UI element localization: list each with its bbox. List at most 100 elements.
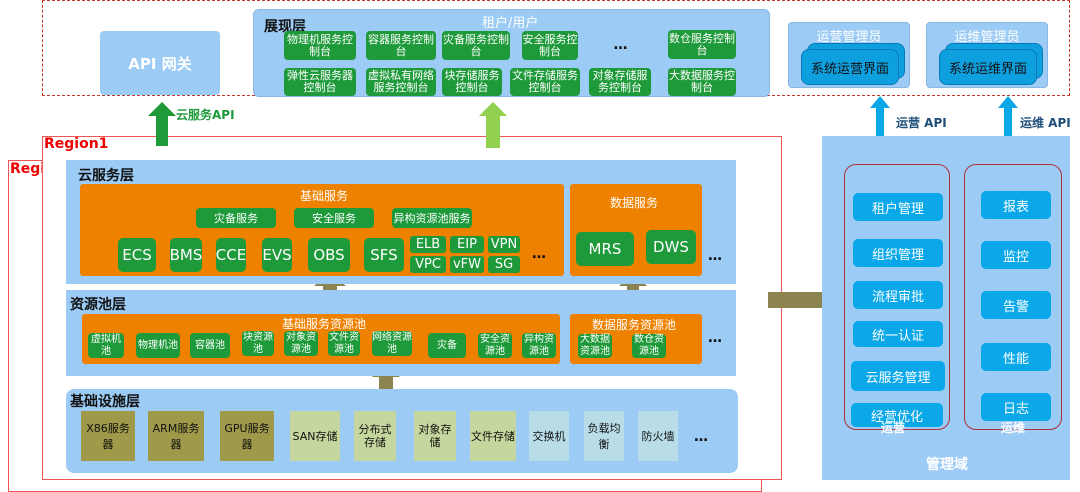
infra-distributed-storage[interactable]: 分布式存储 [354,411,396,461]
ops-ui[interactable]: 系统运营界面 [801,49,899,85]
console-physical[interactable]: 物理机服务控制台 [284,31,356,60]
infra-object-storage[interactable]: 对象存储 [414,411,456,461]
tenant-user-label: 租户/用户 [482,16,539,31]
mgmt-monitor[interactable]: 监控 [981,241,1051,269]
cloud-service-layer: 云服务层 基础服务 灾备服务 安全服务 异构资源池服务 ECS BMS CCE … [66,160,736,284]
mgmt-log[interactable]: 日志 [981,393,1051,421]
mgmt-auth[interactable]: 统一认证 [853,321,943,347]
service-eip[interactable]: EIP [450,236,484,253]
console-evs[interactable]: 块存储服务控制台 [442,68,502,96]
service-sg[interactable]: SG [488,256,520,273]
present-arrow-icon [479,102,507,148]
mgmt-performance[interactable]: 性能 [981,343,1051,371]
maintenance-label: 运维 [1001,421,1026,435]
infrastructure-layer-title: 基础设施层 [70,394,140,410]
data-services-title: 数据服务 [610,196,659,210]
service-ecs[interactable]: ECS [118,238,156,272]
console-bigdata[interactable]: 大数据服务控制台 [668,68,736,96]
basic-services-group: 基础服务 灾备服务 安全服务 异构资源池服务 ECS BMS CCE EVS O… [80,184,564,276]
console-more: … [613,37,629,53]
mgmt-optimization[interactable]: 经营优化 [851,403,943,427]
mgmt-org[interactable]: 组织管理 [853,239,943,267]
resource-pool-layer: 资源池层 基础服务资源池 虚拟机池 物理机池 容器池 块资源池 对象资源池 文件… [66,290,736,376]
basic-pool-group: 基础服务资源池 虚拟机池 物理机池 容器池 块资源池 对象资源池 文件资源池 网… [82,314,560,364]
infra-switch[interactable]: 交换机 [529,411,569,461]
heterogeneous-pool-service[interactable]: 异构资源池服务 [392,208,472,228]
infra-arm[interactable]: ARM服务器 [148,411,204,461]
infra-firewall[interactable]: 防火墙 [638,411,678,461]
service-obs[interactable]: OBS [308,238,350,272]
console-ecs[interactable]: 弹性云服务器控制台 [284,68,356,96]
pool-dws[interactable]: 数仓资源池 [632,334,666,358]
maintenance-box: 报表 监控 告警 性能 日志 运维 [964,164,1062,435]
maint-ui[interactable]: 系统运维界面 [939,49,1037,85]
infrastructure-layer: 基础设施层 X86服务器 ARM服务器 GPU服务器 SAN存储 分布式存储 对… [66,389,738,473]
pool-vm[interactable]: 虚拟机池 [88,333,124,358]
pool-dr[interactable]: 灾备 [428,333,466,358]
service-dws[interactable]: DWS [646,230,696,264]
mgmt-report[interactable]: 报表 [981,191,1051,219]
service-vpn[interactable]: VPN [488,236,520,253]
ops-admin-panel: 运营管理员 系统运营界面 [788,22,910,88]
service-vfw[interactable]: vFW [450,256,484,273]
console-dr[interactable]: 灾备服务控制台 [442,31,510,60]
ops-admin-title: 运营管理员 [816,30,882,45]
infra-file-storage[interactable]: 文件存储 [470,411,516,461]
pool-physical[interactable]: 物理机池 [136,333,180,358]
presentation-layer: 展现层 租户/用户 物理机服务控制台 容器服务控制台 灾备服务控制台 安全服务控… [253,9,770,97]
service-vpc[interactable]: VPC [410,256,446,273]
console-security[interactable]: 安全服务控制台 [522,31,578,60]
service-cce[interactable]: CCE [216,238,246,272]
console-container[interactable]: 容器服务控制台 [366,31,436,60]
operations-label: 运营 [881,421,906,435]
basic-services-title: 基础服务 [300,189,349,203]
pool-file[interactable]: 文件资源池 [328,331,360,356]
pool-network[interactable]: 网络资源池 [372,331,412,356]
operations-box: 租户管理 组织管理 流程审批 统一认证 云服务管理 经营优化 运营 [844,164,950,435]
infra-x86[interactable]: X86服务器 [81,411,135,461]
console-vpc[interactable]: 虚拟私有网络服务控制台 [366,68,436,96]
basic-services-more: … [532,246,547,262]
service-elb[interactable]: ELB [410,236,446,253]
dr-service[interactable]: 灾备服务 [196,208,276,228]
mgmt-alarm[interactable]: 告警 [981,291,1051,319]
pool-container[interactable]: 容器池 [190,333,230,358]
maint-api-arrow-icon [998,96,1018,140]
api-gateway[interactable]: API 网关 [100,31,220,95]
pool-bigdata[interactable]: 大数据资源池 [578,334,612,358]
cloud-api-label: 云服务API [176,108,235,122]
pool-block[interactable]: 块资源池 [242,331,274,356]
resource-pool-layer-title: 资源池层 [70,297,126,313]
data-pool-group: 数据服务资源池 大数据资源池 数仓资源池 [570,314,702,364]
mgmt-tenant[interactable]: 租户管理 [853,193,943,221]
service-mrs[interactable]: MRS [576,232,634,266]
mgmt-cloud-service[interactable]: 云服务管理 [851,361,945,391]
security-service[interactable]: 安全服务 [294,208,374,228]
infra-gpu[interactable]: GPU服务器 [220,411,274,461]
basic-pool-title: 基础服务资源池 [282,317,367,331]
infra-load-balancer[interactable]: 负载均衡 [584,411,624,461]
infra-san[interactable]: SAN存储 [290,411,340,461]
ops-api-label: 运营 API [896,116,947,130]
console-sfs[interactable]: 文件存储服务控制台 [510,68,580,96]
region-back-label: Regi [10,161,46,177]
pool-security[interactable]: 安全资源池 [478,333,512,358]
data-services-group: 数据服务 MRS DWS [570,184,702,276]
cloud-service-layer-title: 云服务层 [78,168,134,184]
management-domain-title: 管理域 [926,457,968,473]
maint-api-label: 运维 API [1020,116,1071,130]
maint-admin-title: 运维管理员 [954,30,1020,45]
service-bms[interactable]: BMS [170,238,202,272]
region1-label: Region1 [44,136,109,152]
console-obs[interactable]: 对象存储服务控制台 [589,68,651,96]
pool-heterogeneous[interactable]: 异构资源池 [522,333,556,358]
service-sfs[interactable]: SFS [364,238,404,272]
management-domain: 租户管理 组织管理 流程审批 统一认证 云服务管理 经营优化 运营 报表 监控 … [822,136,1070,480]
pool-object[interactable]: 对象资源池 [284,331,318,356]
cloud-api-arrow-icon [148,102,176,146]
console-dws[interactable]: 数仓服务控制台 [668,30,736,59]
ops-api-arrow-icon [870,96,890,140]
mgmt-approval[interactable]: 流程审批 [853,281,943,309]
infra-more: … [694,429,709,445]
service-evs[interactable]: EVS [262,238,292,272]
